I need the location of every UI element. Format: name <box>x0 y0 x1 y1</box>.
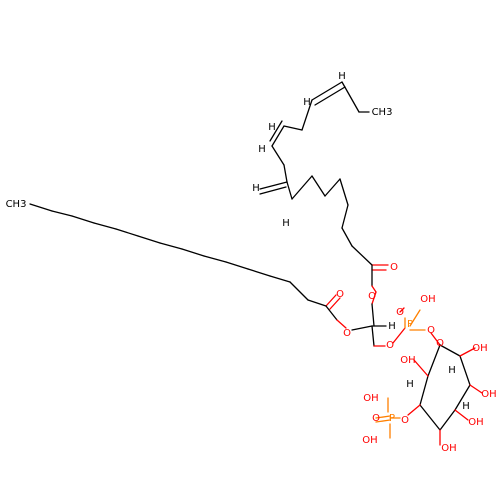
hydroxyl-label: OH <box>363 393 378 404</box>
h-atom-label: H <box>282 218 290 229</box>
hydroxyl-label: OH <box>400 355 415 366</box>
atom-labels: CH3 CH3 H H H H H H O O O O H O P O OH O… <box>6 71 497 454</box>
h-atom-label: H <box>338 71 346 82</box>
h-atom-label: H <box>268 122 276 133</box>
oxygen-atom-label: O <box>390 262 398 273</box>
oxygen-atom-label: O <box>386 340 394 351</box>
h-atom-label: H <box>258 144 266 155</box>
h-atom-label: H <box>303 97 311 108</box>
oxygen-atom-label: O <box>368 291 376 302</box>
h-stereo-label: H <box>388 321 396 332</box>
ch3-top-label: CH3 <box>372 107 393 118</box>
bonds <box>29 81 483 446</box>
phosphorus-atom-label: P <box>389 413 395 424</box>
h-atom-label: H <box>406 379 414 390</box>
oxygen-atom-label: O <box>343 328 351 339</box>
hydroxyl-label: OH <box>468 417 483 428</box>
oxygen-atom-label: O <box>336 289 344 300</box>
h-atom-label: H <box>462 401 470 412</box>
oxygen-atom-label: O <box>396 307 404 318</box>
ch3-left-label: CH3 <box>6 199 27 210</box>
hydroxyl-label: OH <box>481 389 496 400</box>
hydroxyl-label: OH <box>472 343 487 354</box>
hydroxyl-label: OH <box>441 443 456 454</box>
hydroxyl-label: OH <box>362 435 377 446</box>
oxygen-atom-label: O <box>401 415 409 426</box>
oxygen-atom-label: O <box>436 338 444 349</box>
h-atom-label: H <box>252 183 260 194</box>
h-atom-label: H <box>448 365 456 376</box>
phosphorus-atom-label: P <box>407 319 413 330</box>
oxygen-atom-label: O <box>372 413 380 424</box>
hydroxyl-label: OH <box>420 294 435 305</box>
oxygen-atom-label: O <box>427 325 435 336</box>
